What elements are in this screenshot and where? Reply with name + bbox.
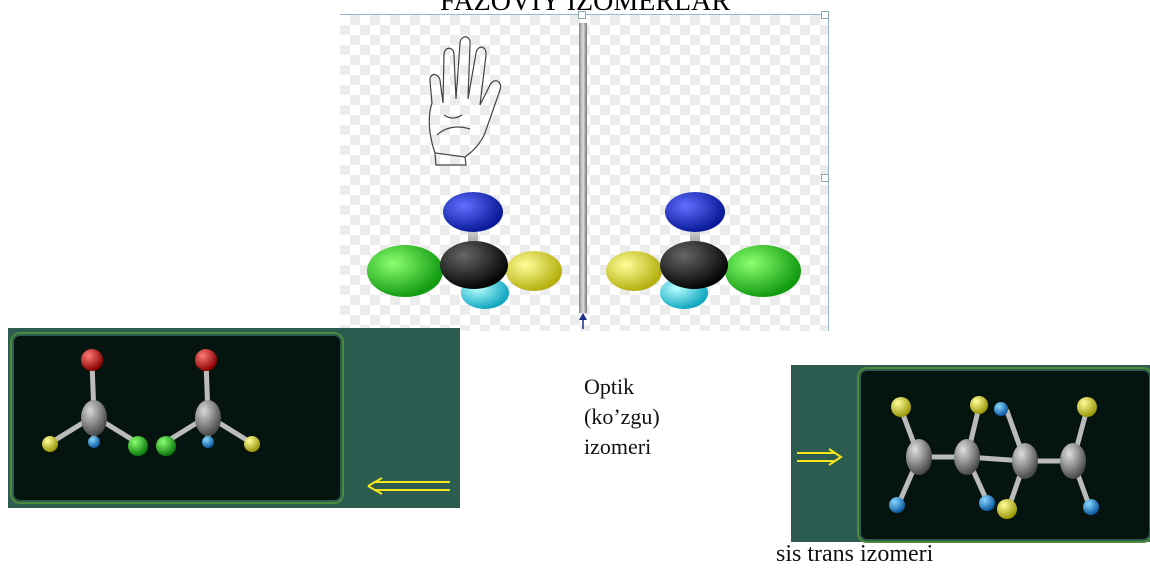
caption-line: Optik xyxy=(584,374,635,399)
atom-blue xyxy=(665,192,725,232)
atom-gray xyxy=(954,439,980,475)
atom-gray xyxy=(81,400,107,436)
atom-gray xyxy=(906,439,932,475)
atom-gray xyxy=(1012,443,1038,479)
atom-blue xyxy=(889,497,905,513)
molecule-panel-left xyxy=(8,328,460,508)
selection-handle[interactable] xyxy=(821,174,829,182)
molecule-left xyxy=(367,192,562,309)
caption-line: (ko’zgu) xyxy=(584,404,660,429)
selection-handle[interactable] xyxy=(821,11,829,19)
mirror-image-figure xyxy=(340,14,829,331)
double-arrow-right-icon xyxy=(797,448,843,466)
left-hand-icon xyxy=(428,36,502,166)
mirror-plane xyxy=(579,23,587,313)
atom-yellow xyxy=(997,499,1017,519)
atom-yellow xyxy=(42,436,58,452)
atom-yellow xyxy=(1077,397,1097,417)
cis-trans-molecule-drawing xyxy=(889,396,1099,519)
atom-green xyxy=(725,245,801,297)
selection-handle[interactable] xyxy=(578,11,586,19)
cis-trans-isomer-caption: sis trans izomeri xyxy=(776,541,934,567)
atom-carbon xyxy=(440,241,508,289)
double-arrow-left-icon xyxy=(367,477,450,495)
atom-blue xyxy=(202,436,214,448)
mirror-image-drawing xyxy=(367,23,801,329)
atom-blue xyxy=(994,402,1008,416)
atom-yellow xyxy=(606,251,662,291)
atom-gray xyxy=(1060,443,1086,479)
atom-red xyxy=(195,349,217,371)
atom-gray xyxy=(195,400,221,436)
molecule-right xyxy=(606,192,801,309)
atom-blue xyxy=(1083,499,1099,515)
mirror-marker-arrow xyxy=(579,313,587,320)
atom-green xyxy=(128,436,148,456)
atom-yellow xyxy=(891,397,911,417)
molecule-viewer xyxy=(857,367,1150,543)
atom-yellow xyxy=(970,396,988,414)
atom-yellow xyxy=(244,436,260,452)
molecule-pair-drawing xyxy=(42,349,260,456)
slide-title: FAZOVIY IZOMERLAR xyxy=(439,0,731,17)
caption-line: izomeri xyxy=(584,434,652,459)
optical-isomer-caption: Optik (ko’zgu) izomeri xyxy=(584,372,660,462)
molecule-viewer xyxy=(10,332,344,504)
atom-blue xyxy=(88,436,100,448)
atom-green xyxy=(367,245,443,297)
atom-blue xyxy=(443,192,503,232)
molecule-panel-right xyxy=(791,365,1150,543)
atom-red xyxy=(81,349,103,371)
atom-blue xyxy=(979,495,995,511)
atom-carbon xyxy=(660,241,728,289)
atom-green xyxy=(156,436,176,456)
atom-yellow xyxy=(506,251,562,291)
